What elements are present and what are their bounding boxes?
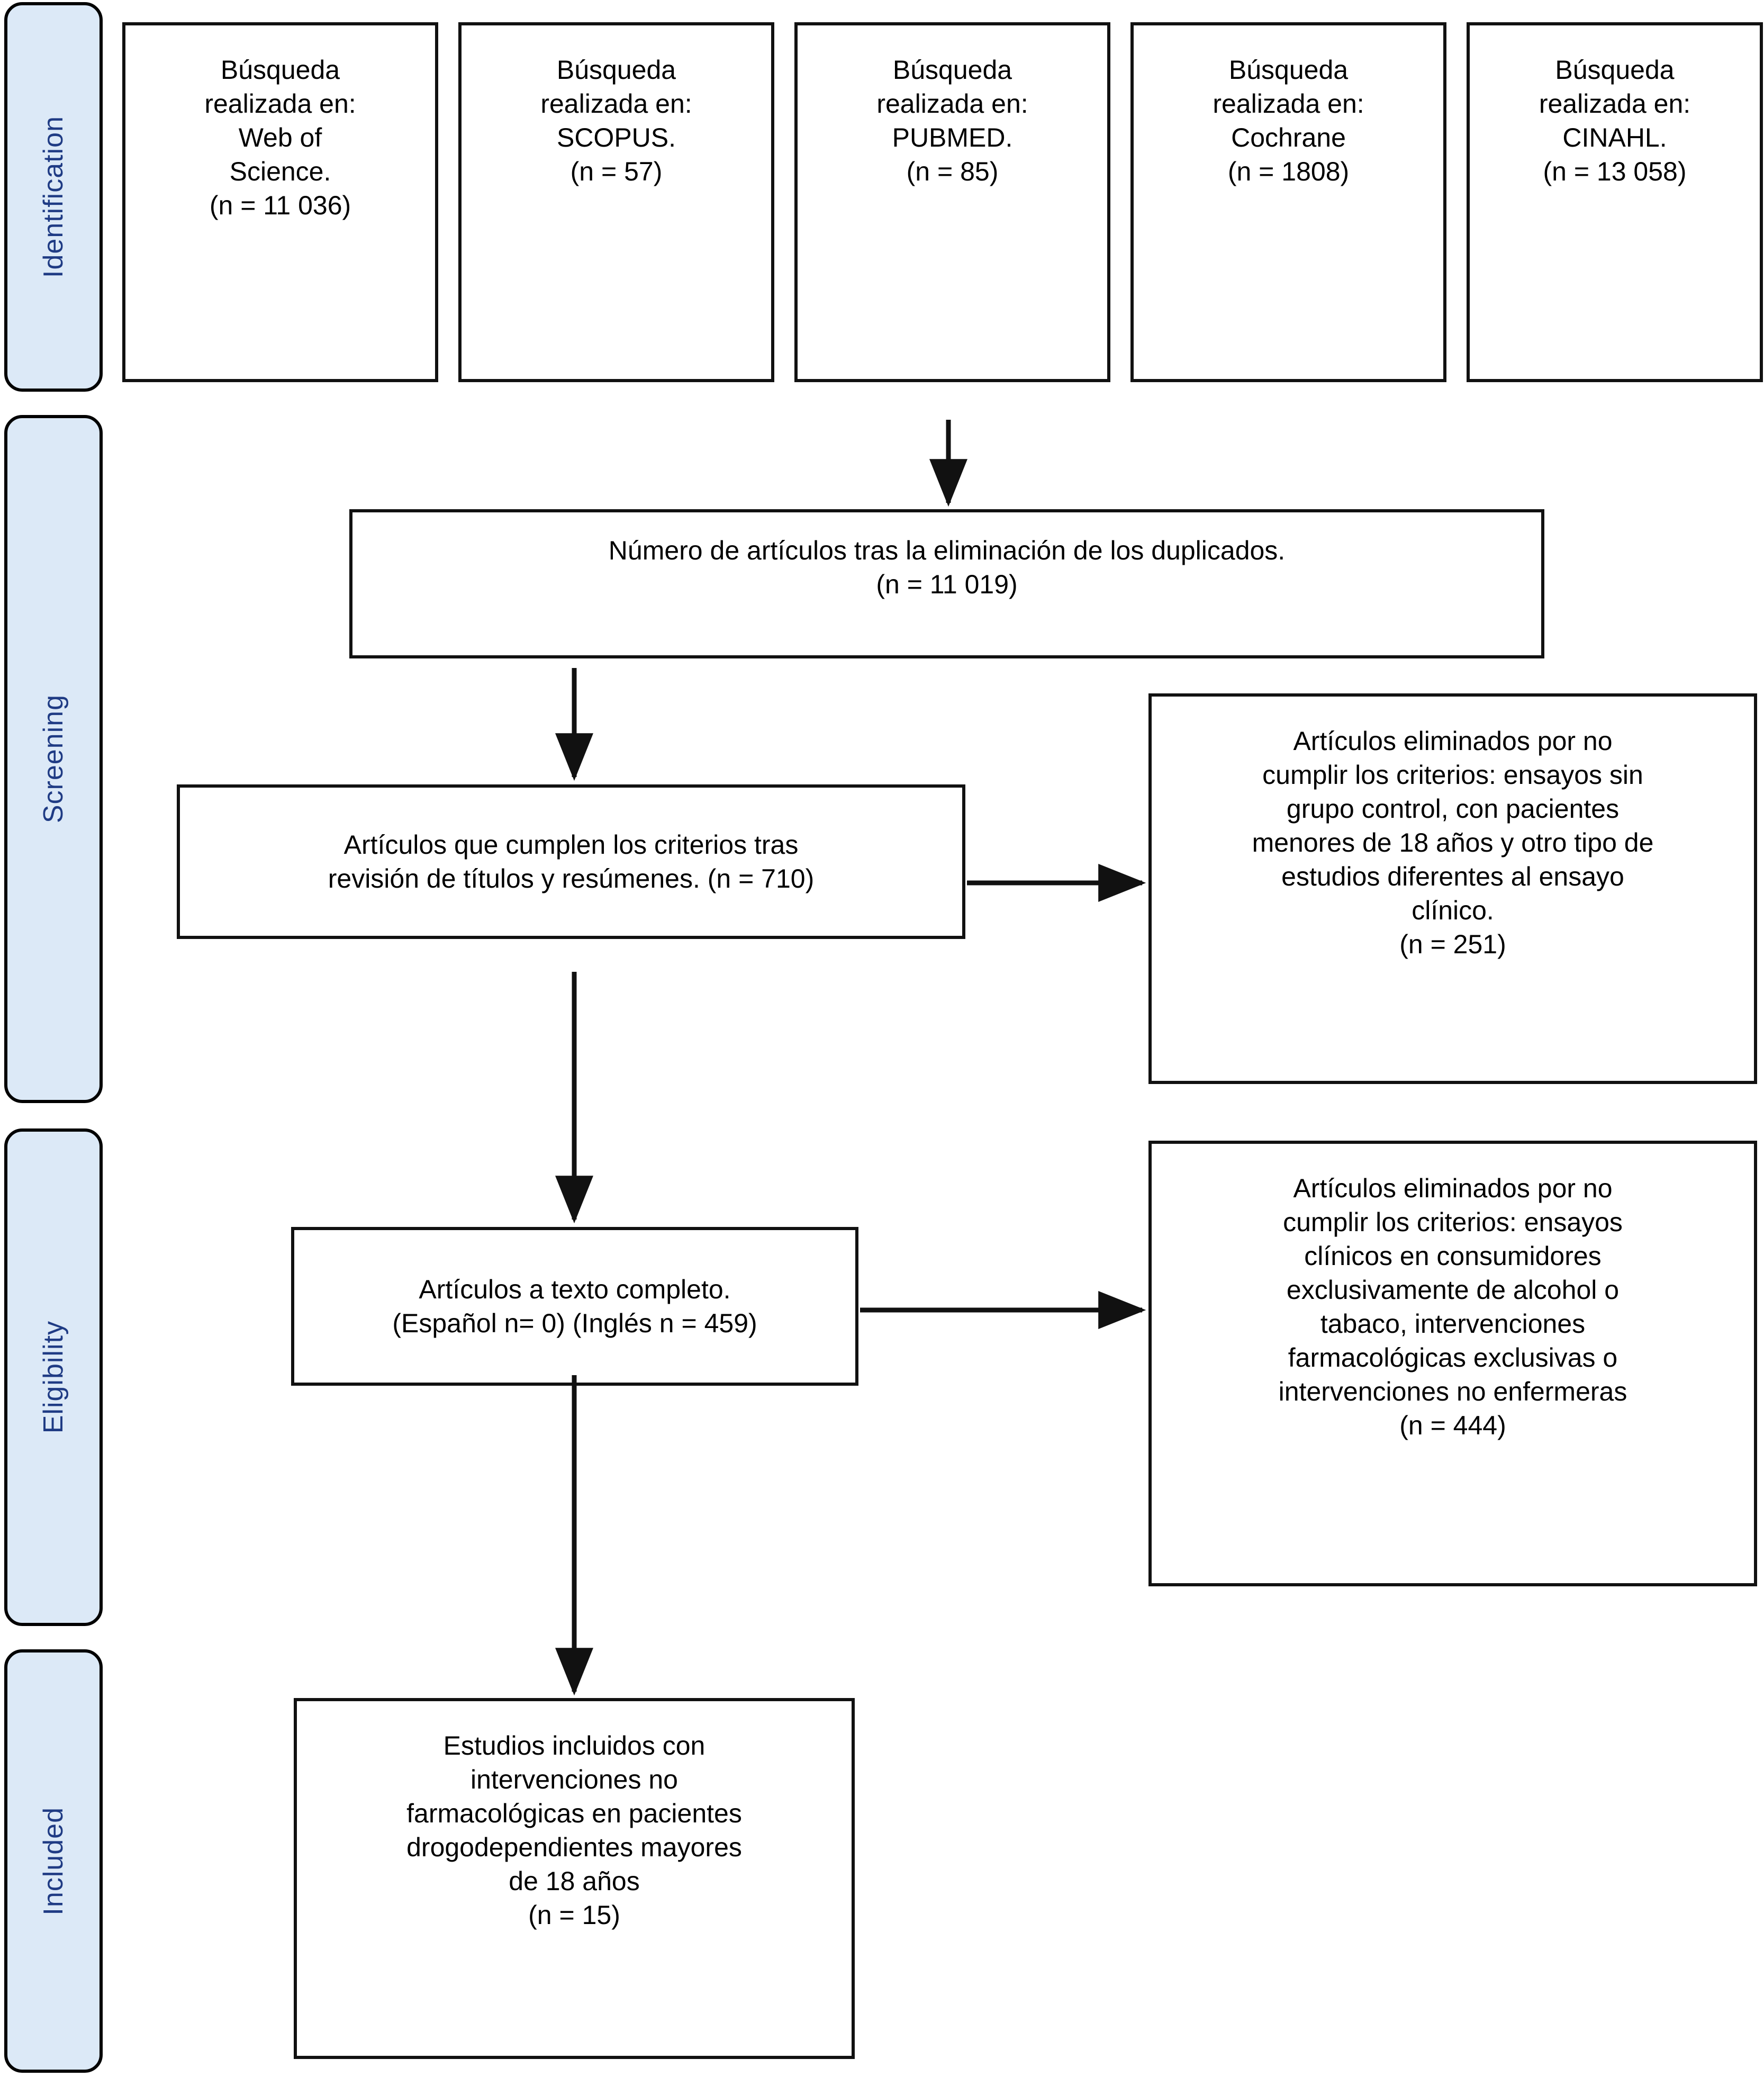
source-cinahl-line1: Búsqueda bbox=[1555, 55, 1675, 85]
excluded-eligibility-line2: cumplir los criterios: ensayos bbox=[1283, 1207, 1623, 1237]
excluded-screening-line5: estudios diferentes al ensayo bbox=[1281, 862, 1624, 891]
source-scopus-line2: realizada en: bbox=[540, 89, 692, 119]
source-wos-line2: realizada en: bbox=[204, 89, 356, 119]
stage-pill-screening: Screening bbox=[4, 415, 103, 1103]
source-box-pubmed: Búsqueda realizada en: PUBMED. (n = 85) bbox=[794, 22, 1110, 382]
stage-label-eligibility: Eligibility bbox=[38, 1321, 69, 1434]
excluded-eligibility-line6: farmacológicas exclusivas o bbox=[1288, 1343, 1618, 1372]
excluded-eligibility-line3: clínicos en consumidores bbox=[1304, 1241, 1602, 1271]
node-box-full-text: Artículos a texto completo. (Español n= … bbox=[291, 1227, 858, 1386]
included-count: (n = 15) bbox=[528, 1900, 620, 1930]
excluded-screening-line3: grupo control, con pacientes bbox=[1286, 794, 1620, 824]
source-pubmed-line3: PUBMED. bbox=[892, 123, 1013, 152]
source-scopus-count: (n = 57) bbox=[570, 157, 663, 186]
node-box-title-abstract: Artículos que cumplen los criterios tras… bbox=[177, 784, 965, 939]
source-scopus-line1: Búsqueda bbox=[556, 55, 676, 85]
source-box-wos: Búsqueda realizada en: Web of Science. (… bbox=[122, 22, 438, 382]
excluded-screening-line1: Artículos eliminados por no bbox=[1293, 726, 1613, 756]
excluded-screening-line2: cumplir los criterios: ensayos sin bbox=[1262, 760, 1643, 790]
source-cochrane-line2: realizada en: bbox=[1213, 89, 1364, 119]
stage-pill-eligibility: Eligibility bbox=[4, 1128, 103, 1626]
node-box-included-studies: Estudios incluidos con intervenciones no… bbox=[294, 1698, 855, 2059]
excluded-eligibility-line5: tabaco, intervenciones bbox=[1320, 1309, 1586, 1339]
excluded-eligibility-line1: Artículos eliminados por no bbox=[1293, 1173, 1613, 1203]
source-box-cinahl: Búsqueda realizada en: CINAHL. (n = 13 0… bbox=[1467, 22, 1763, 382]
source-cinahl-count: (n = 13 058) bbox=[1543, 157, 1687, 186]
excluded-screening-count: (n = 251) bbox=[1399, 929, 1506, 959]
stage-label-identification: Identification bbox=[38, 116, 69, 278]
title-abstract-line1: Artículos que cumplen los criterios tras bbox=[343, 830, 799, 860]
excluded-screening-line6: clínico. bbox=[1412, 896, 1494, 925]
source-cinahl-line3: CINAHL. bbox=[1562, 123, 1667, 152]
included-line3: farmacológicas en pacientes bbox=[406, 1799, 742, 1828]
included-line4: drogodependientes mayores bbox=[406, 1832, 742, 1862]
excluded-screening-line4: menores de 18 años y otro tipo de bbox=[1252, 828, 1654, 857]
node-box-duplicates: Número de artículos tras la eliminación … bbox=[349, 509, 1544, 658]
duplicates-count: (n = 11 019) bbox=[876, 570, 1018, 599]
node-box-excluded-screening: Artículos eliminados por no cumplir los … bbox=[1148, 693, 1757, 1084]
source-cochrane-line3: Cochrane bbox=[1231, 123, 1346, 152]
source-wos-line3: Web of bbox=[238, 123, 322, 152]
title-abstract-line2: revisión de títulos y resúmenes. (n = 71… bbox=[328, 864, 815, 893]
source-cochrane-count: (n = 1808) bbox=[1227, 157, 1350, 186]
source-pubmed-line1: Búsqueda bbox=[892, 55, 1012, 85]
included-line5: de 18 años bbox=[509, 1866, 640, 1896]
source-wos-line4: Science. bbox=[229, 157, 331, 186]
source-box-cochrane: Búsqueda realizada en: Cochrane (n = 180… bbox=[1130, 22, 1446, 382]
excluded-eligibility-line4: exclusivamente de alcohol o bbox=[1286, 1275, 1620, 1305]
source-box-scopus: Búsqueda realizada en: SCOPUS. (n = 57) bbox=[458, 22, 774, 382]
source-wos-count: (n = 11 036) bbox=[209, 191, 351, 220]
source-scopus-line3: SCOPUS. bbox=[556, 123, 676, 152]
full-text-line1: Artículos a texto completo. bbox=[419, 1275, 731, 1304]
included-line1: Estudios incluidos con bbox=[443, 1731, 705, 1760]
stage-pill-included: Included bbox=[4, 1649, 103, 2073]
full-text-line2: (Español n= 0) (Inglés n = 459) bbox=[392, 1308, 757, 1338]
excluded-eligibility-count: (n = 444) bbox=[1399, 1411, 1506, 1440]
duplicates-line1: Número de artículos tras la eliminación … bbox=[608, 536, 1286, 565]
source-pubmed-count: (n = 85) bbox=[906, 157, 999, 186]
stage-pill-identification: Identification bbox=[4, 2, 103, 392]
excluded-eligibility-line7: intervenciones no enfermeras bbox=[1278, 1377, 1627, 1406]
stage-label-screening: Screening bbox=[38, 694, 69, 824]
included-line2: intervenciones no bbox=[471, 1765, 678, 1794]
stage-label-included: Included bbox=[38, 1807, 69, 1916]
source-cochrane-line1: Búsqueda bbox=[1228, 55, 1349, 85]
source-wos-line1: Búsqueda bbox=[220, 55, 340, 85]
source-cinahl-line2: realizada en: bbox=[1539, 89, 1691, 119]
node-box-excluded-eligibility: Artículos eliminados por no cumplir los … bbox=[1148, 1141, 1757, 1586]
source-pubmed-line2: realizada en: bbox=[876, 89, 1028, 119]
